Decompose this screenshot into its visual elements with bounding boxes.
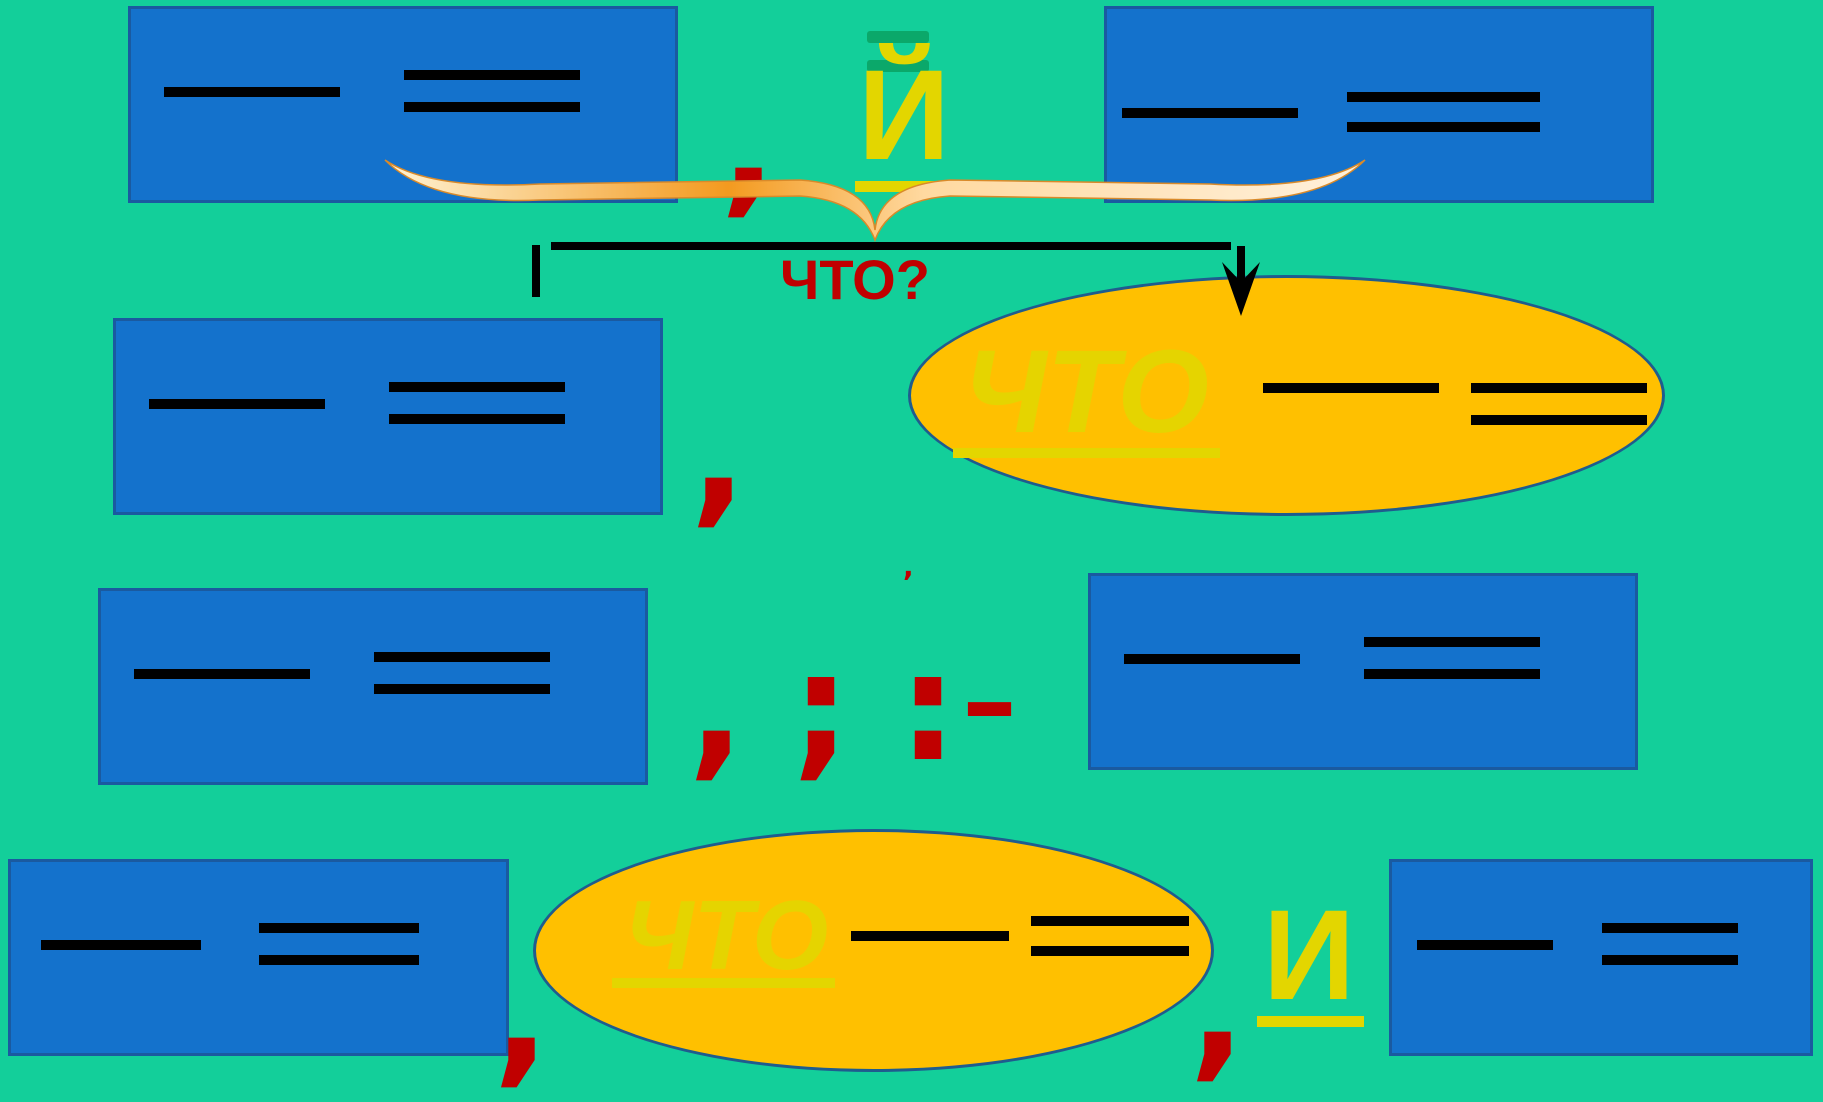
oval1-subject-line <box>1263 383 1439 393</box>
oval2-subject-line <box>851 931 1009 941</box>
clause-box-3-left <box>98 588 648 785</box>
comma-row3: , <box>688 621 745 795</box>
subordinate-clause-oval-1 <box>908 275 1665 516</box>
small-comma-row2: , <box>903 550 914 583</box>
predicate-line-bottom <box>259 955 419 965</box>
breve-mark-bottom <box>867 60 929 72</box>
predicate-line-top <box>1347 92 1540 102</box>
subject-line <box>164 87 340 97</box>
predicate-line-top <box>404 70 580 80</box>
subject-line <box>1122 108 1298 118</box>
clause-box-4-right <box>1389 859 1813 1056</box>
predicate-line-bottom <box>1602 955 1738 965</box>
predicate-line-bottom <box>374 684 550 694</box>
down-arrow-icon <box>1222 262 1260 316</box>
comma-row2: , <box>690 368 747 542</box>
subject-line <box>1124 654 1300 664</box>
predicate-line-top <box>259 923 419 933</box>
clause-box-3-right <box>1088 573 1638 770</box>
subject-line <box>149 399 325 409</box>
subordinate-word-chto-1: ЧТО <box>963 326 1209 458</box>
connector-horizontal-line <box>551 242 1231 250</box>
comma-row4-left: , <box>493 928 550 1102</box>
dash-row3: – <box>962 637 1017 765</box>
oval1-predicate-line-bottom <box>1471 415 1647 425</box>
colon-row3: : <box>898 621 958 795</box>
subordinate-word-underline-2 <box>612 978 835 988</box>
predicate-line-bottom <box>1347 122 1540 132</box>
predicate-line-top <box>389 382 565 392</box>
predicate-line-bottom <box>404 102 580 112</box>
subordinate-word-underline-1 <box>953 448 1220 458</box>
predicate-line-top <box>1364 637 1540 647</box>
conjunction-underline <box>855 181 959 192</box>
oval1-predicate-line-top <box>1471 383 1647 393</box>
question-label: ЧТО? <box>780 248 930 311</box>
comma-row4-right: , <box>1189 922 1246 1096</box>
conjunction-i-underline <box>1257 1016 1364 1027</box>
connector-right-line <box>1237 246 1245 296</box>
curly-brace <box>384 159 1366 243</box>
subject-line <box>134 669 310 679</box>
subject-line <box>41 940 201 950</box>
subject-line <box>1417 940 1553 950</box>
clause-box-4-left <box>8 859 509 1056</box>
conjunction-i: И <box>1263 884 1355 1027</box>
predicate-line-top <box>374 652 550 662</box>
conjunction-i-short: Й <box>858 44 950 187</box>
clause-box-2-left <box>113 318 663 515</box>
subordinate-word-chto-2: ЧТО <box>624 880 829 990</box>
predicate-line-bottom <box>1364 669 1540 679</box>
predicate-line-top <box>1602 923 1738 933</box>
predicate-line-bottom <box>389 414 565 424</box>
connector-left-tick <box>532 245 540 297</box>
oval2-predicate-line-bottom <box>1031 946 1189 956</box>
breve-mark-top <box>867 31 929 43</box>
oval2-predicate-line-top <box>1031 916 1189 926</box>
clause-box-1-right <box>1104 6 1654 203</box>
semicolon-row3: ; <box>791 621 851 795</box>
